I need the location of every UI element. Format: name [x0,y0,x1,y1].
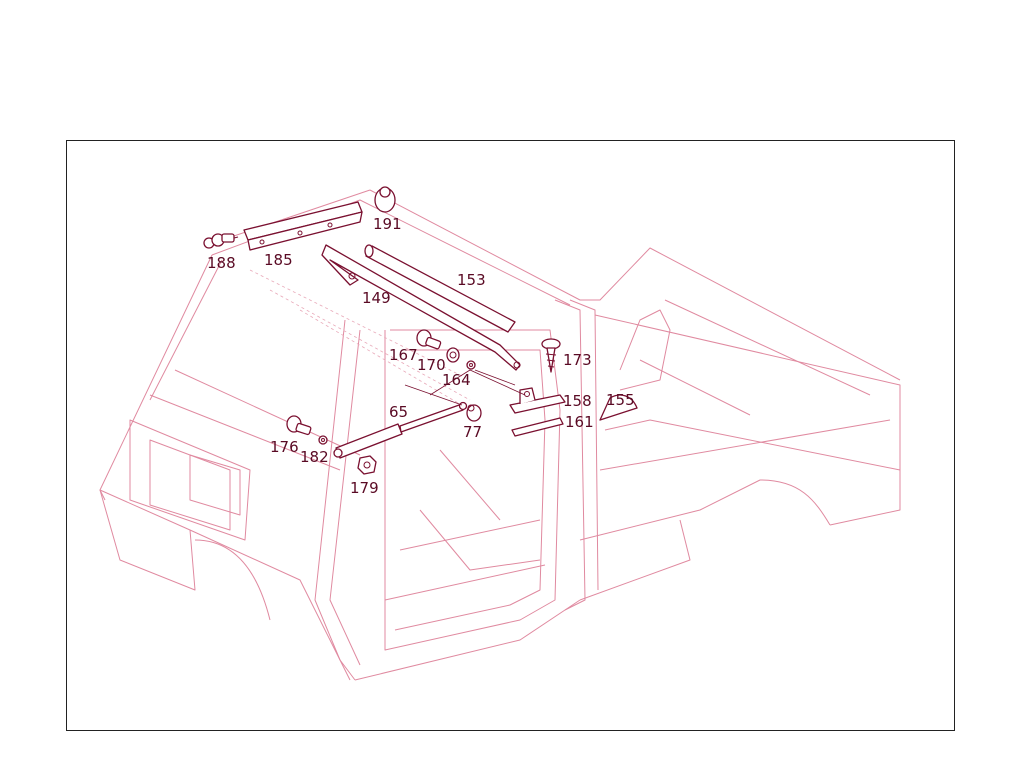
part-161-pad [511,417,564,437]
part-65-gas-strut [333,401,468,459]
part-164-washer [466,360,476,370]
callout-176: 176 [270,438,299,456]
part-176-bolt [286,415,312,436]
callout-179: 179 [350,479,379,497]
part-149-support-arm [321,244,521,371]
callout-170: 170 [417,356,446,374]
callout-185: 185 [264,251,293,269]
leader-lines [404,369,526,406]
part-173-screw [541,338,561,373]
part-188-clip [203,233,239,249]
callout-77: 77 [463,423,482,441]
part-167-bolt [416,329,442,350]
part-191-bump-stop [374,186,396,213]
callout-153: 153 [457,271,486,289]
callout-65: 65 [389,403,408,421]
callout-191: 191 [373,215,402,233]
callout-173: 173 [563,351,592,369]
part-182-washer [318,435,328,445]
vehicle-body [99,189,901,681]
part-179-nut [357,455,377,475]
part-158-bracket [509,387,566,414]
callout-161: 161 [565,413,594,431]
callout-149: 149 [362,289,391,307]
callout-182: 182 [300,448,329,466]
callouts: 188 185 191 153 149 167 170 164 173 65 1… [207,215,635,497]
part-77-stop [466,404,482,422]
callout-158: 158 [563,392,592,410]
callout-155: 155 [606,391,635,409]
part-153-seal-tube [364,244,516,333]
callout-188: 188 [207,254,236,272]
callout-167: 167 [389,346,418,364]
part-185-hinge-strip [243,201,363,251]
part-170-bush [446,347,460,363]
callout-164: 164 [442,371,471,389]
parts [203,186,638,475]
diagram-frame [66,140,955,731]
part-155-cover [599,394,638,421]
